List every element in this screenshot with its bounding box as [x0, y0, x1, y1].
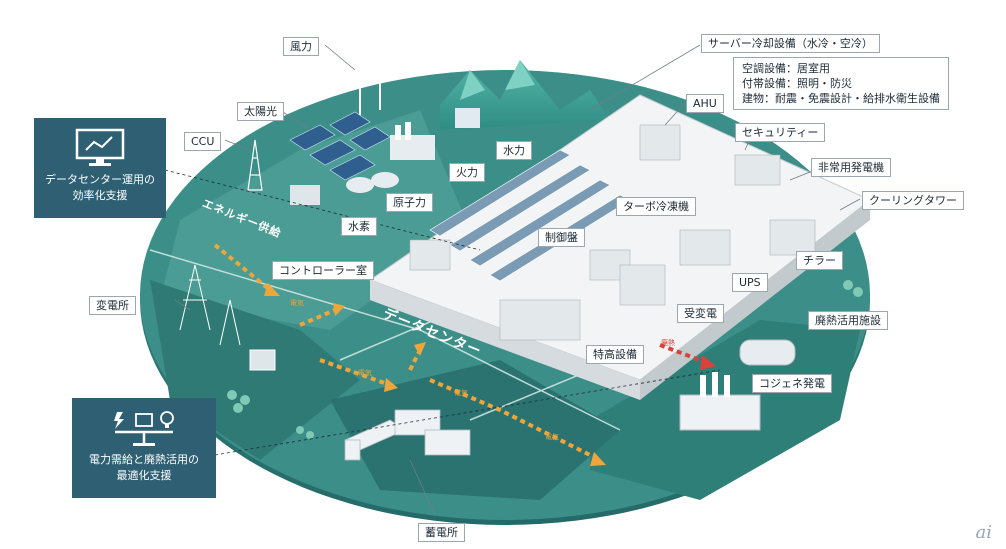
flow-label-power: 電気 — [545, 433, 559, 441]
label-controller-room: コントローラー室 — [272, 261, 374, 280]
label-nuclear: 原子力 — [386, 193, 433, 212]
power-flow-heads — [264, 283, 606, 466]
optimization-box-line: 最適化支援 — [116, 469, 172, 482]
label-emergency-generator: 非常用発電機 — [811, 158, 891, 177]
label-special-high-voltage: 特高設備 — [586, 345, 644, 364]
flow-label-power: 電気 — [358, 369, 372, 377]
wind-turbines — [344, 27, 396, 115]
trees — [227, 280, 863, 439]
label-security: セキュリティー — [735, 123, 826, 142]
efficiency-box-line: データセンター運用の — [45, 173, 155, 186]
leader-lines — [164, 169, 721, 456]
label-transformer-station: 変電所 — [89, 296, 136, 315]
solar-panels — [289, 111, 391, 181]
label-ahu: AHU — [686, 94, 724, 113]
transformer-station — [179, 264, 276, 371]
facility-note-line: 空調設備：居室用 — [742, 62, 830, 75]
facility-note: 空調設備：居室用 付帯設備：照明・防災 建物：耐震・免震設計・給排水衛生設備 — [733, 57, 949, 110]
optimization-support-box: 電力需給と廃熱活用の 最適化支援 — [72, 398, 216, 498]
label-thermal: 火力 — [449, 163, 485, 182]
label-storage: 蓄電所 — [418, 523, 465, 542]
label-chiller: チラー — [796, 251, 843, 270]
monitor-chart-icon — [75, 128, 125, 166]
label-ups: UPS — [732, 273, 768, 292]
label-waste-heat-facility: 廃熱活用施設 — [808, 311, 888, 330]
label-solar: 太陽光 — [237, 102, 284, 121]
flow-label-waste-heat: 廃熱 — [661, 339, 675, 347]
label-hydro: 水力 — [496, 141, 532, 160]
facility-note-line: 付帯設備：照明・防災 — [742, 77, 852, 90]
mountains — [440, 60, 610, 130]
power-flow-arrows — [213, 243, 601, 462]
label-cogeneration: コジェネ発電 — [752, 374, 832, 393]
efficiency-support-box: データセンター運用の 効率化支援 — [34, 118, 166, 218]
label-turbo-chiller: ターボ冷凍機 — [616, 197, 696, 216]
label-ccu: CCU — [184, 132, 222, 151]
label-control-panel: 制御盤 — [538, 228, 585, 247]
publisher-logo: ai — [975, 522, 993, 543]
label-hydrogen: 水素 — [341, 217, 377, 236]
optimization-box-line: 電力需給と廃熱活用の — [89, 453, 199, 466]
label-receiving-substation: 受変電 — [677, 304, 724, 323]
balance-scale-icon — [114, 411, 174, 446]
ccu-tower — [247, 139, 263, 191]
label-pointers — [174, 44, 861, 516]
storage-station — [344, 409, 471, 461]
flow-label-power: 電気 — [454, 389, 468, 397]
waste-heat-arrow — [659, 343, 716, 370]
label-cooling-tower: クーリングタワー — [862, 191, 964, 210]
power-plants — [290, 108, 480, 205]
label-server-cooling: サーバー冷却設備（水冷・空冷） — [701, 34, 880, 53]
cogeneration-plant — [679, 339, 796, 431]
facility-note-line: 建物：耐震・免震設計・給排水衛生設備 — [742, 92, 940, 105]
label-wind: 風力 — [283, 37, 319, 56]
efficiency-box-line: 効率化支援 — [72, 189, 128, 202]
flow-label-power: 電気 — [290, 299, 304, 307]
